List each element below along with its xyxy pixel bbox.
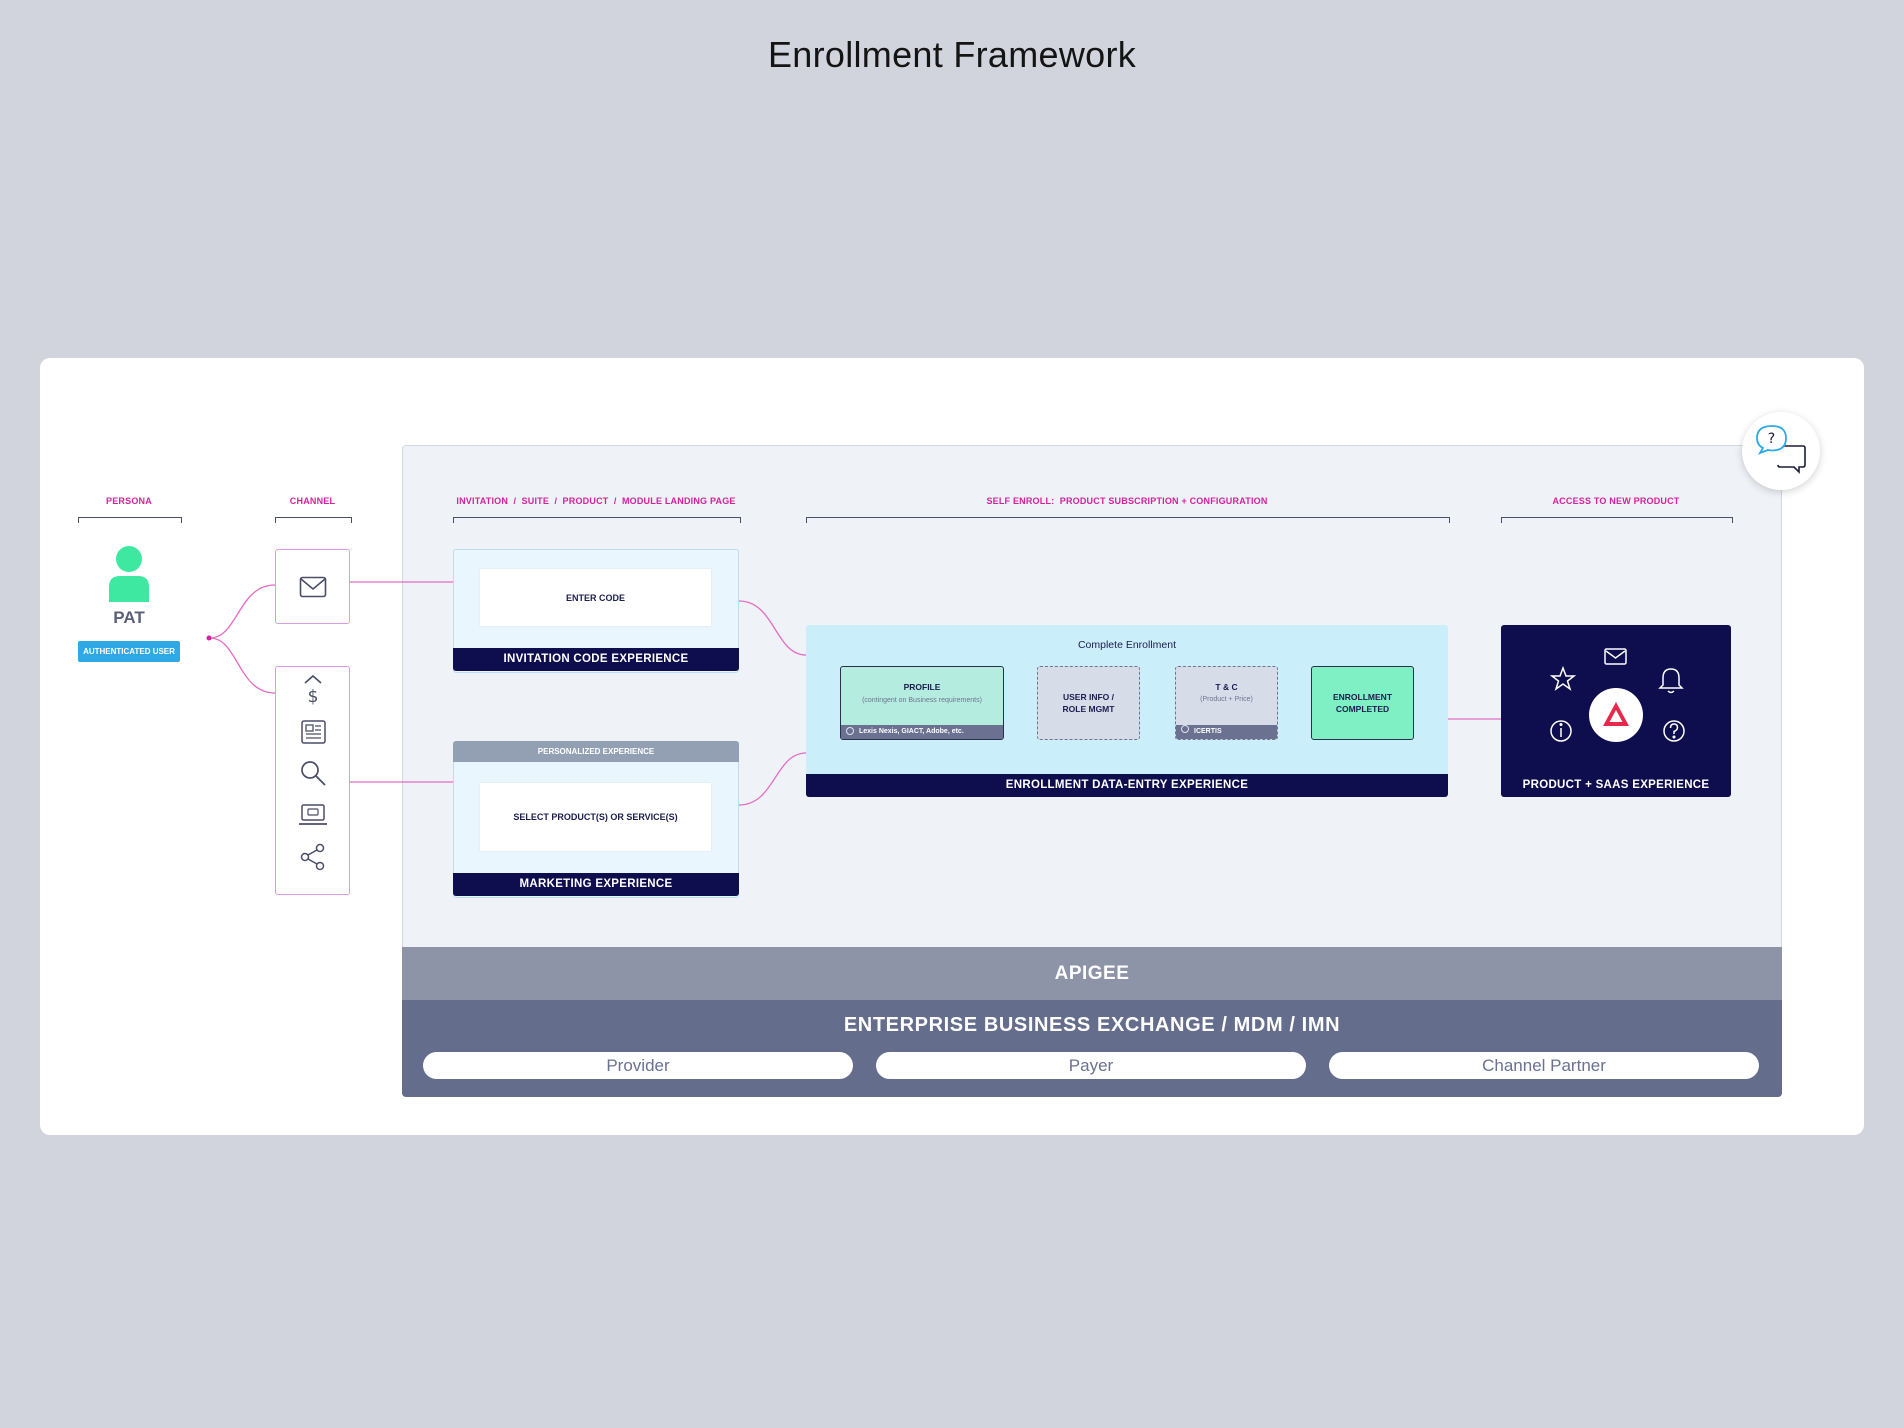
connector-persona-mail <box>209 584 276 639</box>
step-enrollment-completed[interactable]: ENROLLMENT COMPLETED <box>1311 666 1414 740</box>
apigee-bar: APIGEE <box>402 947 1782 1000</box>
step-completed-title-2: COMPLETED <box>1335 704 1390 714</box>
enterprise-exchange-title: ENTERPRISE BUSINESS EXCHANGE / MDM / IMN <box>843 1014 1341 1036</box>
authenticated-user-badge: AUTHENTICATED USER <box>78 641 180 662</box>
step-profile[interactable]: PROFILE (contingent on Business requirem… <box>840 666 1004 740</box>
saas-footer: PRODUCT + SAAS EXPERIENCE <box>1501 774 1731 797</box>
dollar-up-icon: $ <box>303 674 322 705</box>
connector-invitation-enroll <box>738 600 807 656</box>
bell-icon <box>1658 668 1684 694</box>
enrollment-title: Complete Enrollment <box>1077 639 1177 651</box>
connector-marketing-enroll <box>738 752 807 806</box>
column-label-channel: CHANNEL <box>289 496 336 506</box>
channel-social[interactable] <box>276 836 349 878</box>
newspaper-icon <box>300 719 326 744</box>
laptop-chat-icon <box>298 804 327 825</box>
search-icon <box>300 761 326 786</box>
mail-icon <box>1604 648 1627 665</box>
pill-channel-partner[interactable]: Channel Partner <box>1329 1052 1759 1079</box>
brand-logo-icon <box>1589 688 1643 742</box>
saas-icons <box>1549 648 1685 742</box>
svg-text:?: ? <box>1768 431 1775 447</box>
chat-help-icon: ? <box>1756 425 1806 474</box>
step-terms-title: T & C <box>1215 682 1238 692</box>
channel-group: $ <box>275 666 350 895</box>
step-profile-footer: Lexis Nexis, GIACT, Adobe, etc. <box>841 725 1003 739</box>
step-terms[interactable]: T & C (Product + Price) ICERTIS <box>1175 666 1278 740</box>
column-bracket-persona <box>78 517 182 523</box>
step-terms-footer: ICERTIS <box>1176 725 1277 739</box>
step-terms-sub: (Product + Price) <box>1200 696 1253 703</box>
profile-footer-icon <box>846 727 854 735</box>
column-bracket-landing <box>453 517 741 523</box>
mail-icon <box>299 576 326 597</box>
step-user-info-title-2: ROLE MGMT <box>1062 704 1115 714</box>
column-bracket-channel <box>275 517 352 523</box>
marketing-footer: MARKETING EXPERIENCE <box>453 873 739 896</box>
channel-web[interactable] <box>276 794 349 836</box>
channel-pricing[interactable]: $ <box>276 667 349 711</box>
pill-provider[interactable]: Provider <box>423 1052 853 1079</box>
terms-footer-icon <box>1181 725 1189 733</box>
step-user-info-title-1: USER INFO / <box>1062 692 1114 702</box>
enrollment-footer: ENROLLMENT DATA-ENTRY EXPERIENCE <box>806 774 1448 797</box>
step-profile-sub: (contingent on Business requirements) <box>862 697 982 704</box>
column-label-access: ACCESS TO NEW PRODUCT <box>1552 496 1680 506</box>
step-profile-title: PROFILE <box>903 682 941 692</box>
invitation-footer: INVITATION CODE EXPERIENCE <box>453 648 739 671</box>
user-icon <box>109 546 149 602</box>
step-user-info[interactable]: USER INFO / ROLE MGMT <box>1037 666 1140 740</box>
select-products-button[interactable]: SELECT PRODUCT(S) OR SERVICE(S) <box>480 783 711 851</box>
share-icon <box>300 843 324 871</box>
step-completed-title-1: ENROLLMENT <box>1332 692 1393 702</box>
channel-email[interactable] <box>275 549 350 624</box>
channel-news[interactable] <box>276 711 349 752</box>
personalized-header: PERSONALIZED EXPERIENCE <box>453 741 739 762</box>
info-icon <box>1550 720 1572 742</box>
enterprise-exchange-bar: ENTERPRISE BUSINESS EXCHANGE / MDM / IMN… <box>402 1000 1782 1097</box>
column-bracket-self-enroll <box>806 517 1450 523</box>
channel-search[interactable] <box>276 752 349 794</box>
connector-persona-channels <box>209 637 276 694</box>
column-label-self-enroll: SELF ENROLL: PRODUCT SUBSCRIPTION + CONF… <box>986 496 1268 506</box>
star-icon <box>1549 665 1577 691</box>
help-chat-button[interactable]: ? <box>1742 412 1820 490</box>
connector-origin-dot <box>206 635 212 641</box>
pill-payer[interactable]: Payer <box>876 1052 1306 1079</box>
svg-text:$: $ <box>307 687 318 705</box>
column-label-landing: INVITATION / SUITE / PRODUCT / MODULE LA… <box>456 496 736 506</box>
help-icon <box>1663 720 1685 742</box>
enter-code-button[interactable]: ENTER CODE <box>480 569 711 626</box>
page-title: Enrollment Framework <box>767 34 1137 75</box>
persona-name: PAT <box>113 608 145 627</box>
column-label-persona: PERSONA <box>106 496 152 506</box>
column-bracket-access <box>1501 517 1733 523</box>
